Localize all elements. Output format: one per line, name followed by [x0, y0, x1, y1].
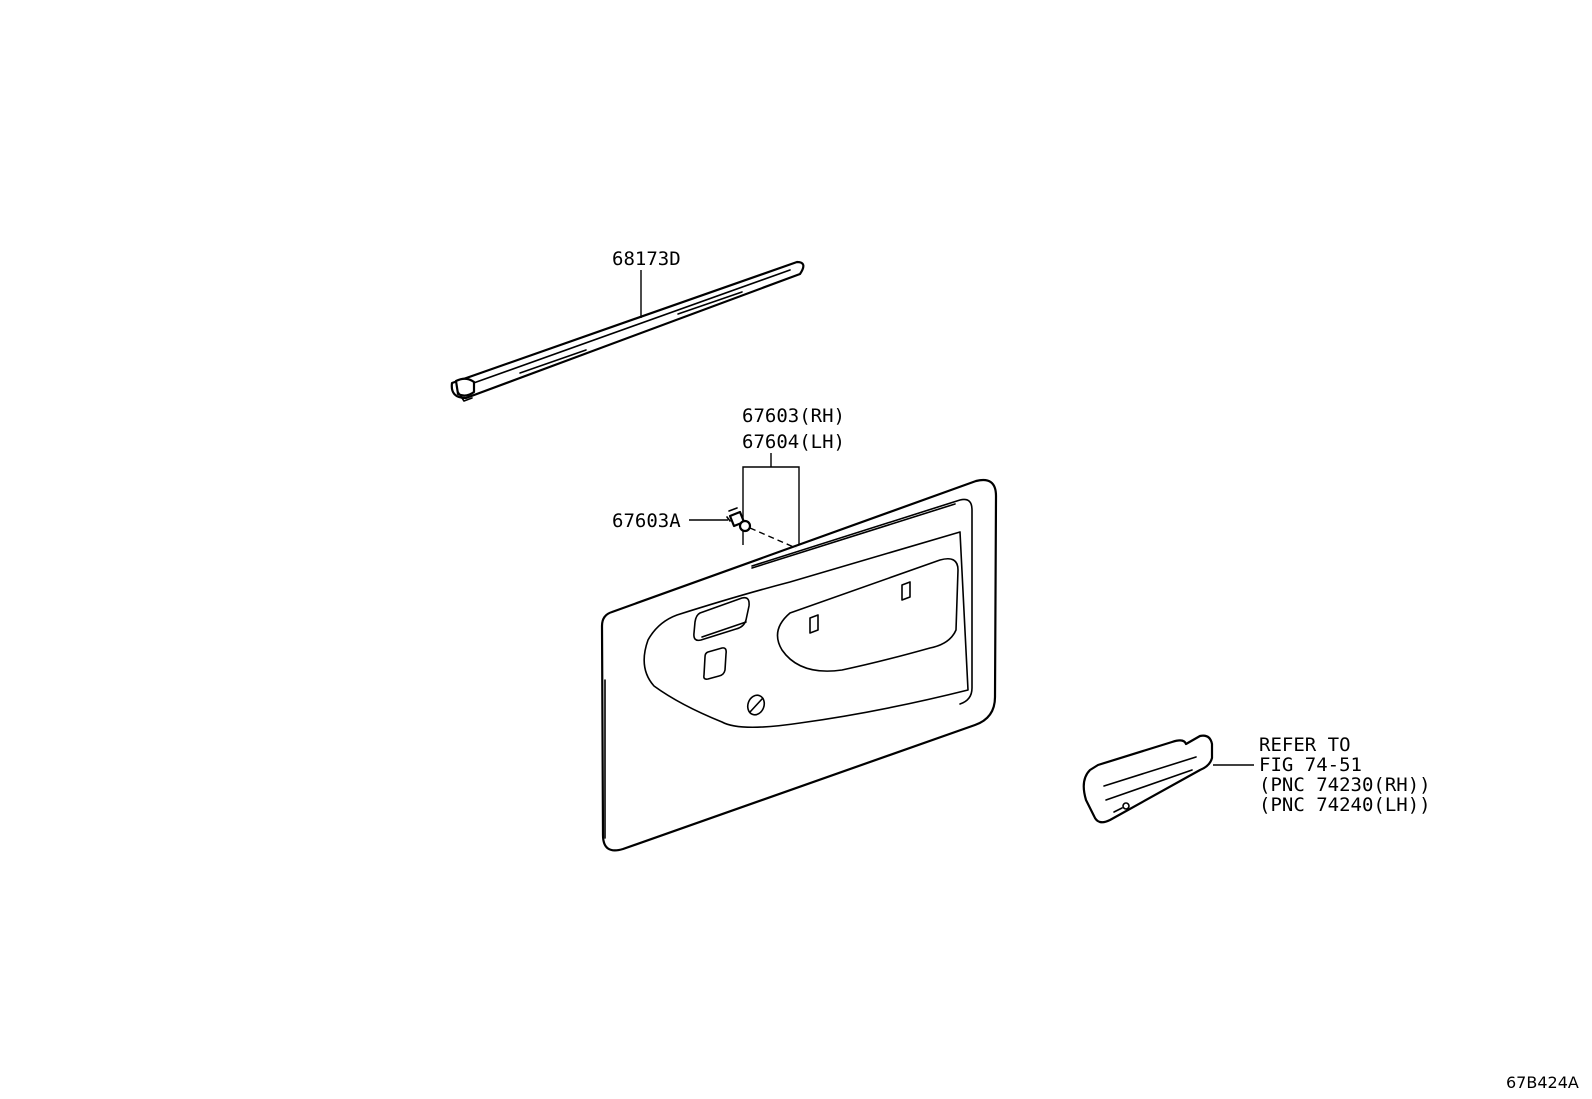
panel-rh-part-number: 67603(RH) — [742, 405, 845, 427]
armrest-ref-line4: (PNC 74240(LH)) — [1259, 794, 1431, 816]
door-trim-panel[interactable] — [600, 478, 998, 852]
clip-part-number: 67603A — [612, 510, 681, 532]
armrest[interactable] — [1082, 734, 1214, 824]
armrest-ref-line1: REFER TO — [1259, 734, 1351, 756]
clip-install-path — [749, 527, 797, 549]
armrest-ref-line2: FIG 74-51 — [1259, 754, 1362, 776]
panel-leader — [742, 453, 800, 545]
figure-id: 67B424A — [1506, 1073, 1579, 1092]
moulding-part-number: 68173D — [612, 248, 681, 270]
trim-clip[interactable] — [726, 507, 752, 533]
armrest-ref-line3: (PNC 74230(RH)) — [1259, 774, 1431, 796]
door-belt-moulding[interactable] — [450, 260, 805, 402]
panel-lh-part-number: 67604(LH) — [742, 431, 845, 453]
